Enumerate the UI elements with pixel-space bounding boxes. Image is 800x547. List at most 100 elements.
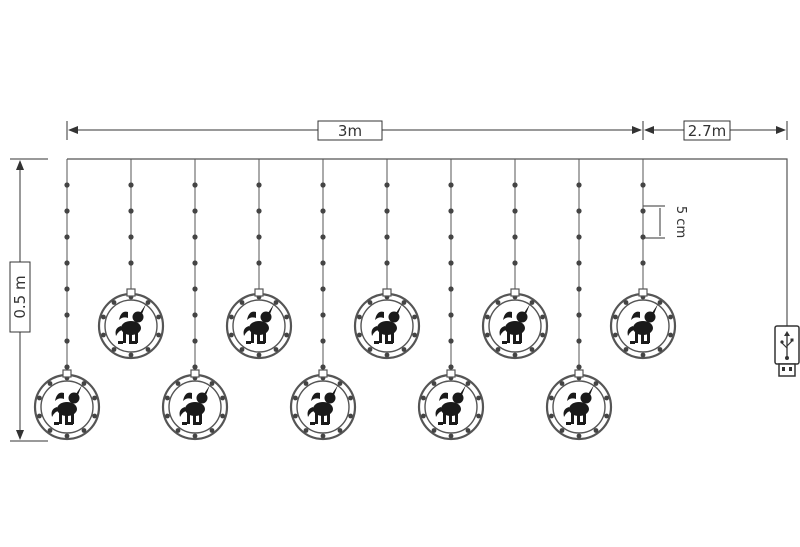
- ring-bead: [431, 428, 437, 433]
- lead-label: 2.7m: [688, 122, 726, 140]
- ring-bead: [540, 332, 545, 338]
- unicorn-silhouette-icon: [499, 304, 530, 344]
- bead: [384, 234, 390, 240]
- ring-bead: [293, 395, 298, 401]
- unicorn-silhouette-icon: [307, 385, 338, 425]
- bead: [64, 338, 70, 344]
- ring-bead: [220, 413, 226, 419]
- pendant-strand: [289, 159, 357, 441]
- pendant-inner-ring: [296, 380, 350, 434]
- ring-bead: [657, 300, 663, 305]
- ring-bead: [128, 352, 134, 358]
- ring-bead: [657, 347, 663, 352]
- bead: [640, 234, 646, 240]
- bead: [512, 234, 518, 240]
- ring-bead: [485, 314, 490, 320]
- bead: [448, 338, 454, 344]
- ring-bead: [92, 395, 97, 401]
- ring-bead: [145, 300, 151, 305]
- top-wire: [67, 158, 788, 326]
- bead: [192, 338, 198, 344]
- hanger-tab: [510, 288, 520, 297]
- spacing-dimension: 5 cm: [643, 205, 688, 239]
- bead: [384, 182, 390, 188]
- pendant-strand: [609, 159, 677, 360]
- bead: [320, 338, 326, 344]
- ring-bead: [303, 428, 309, 433]
- bead: [448, 364, 454, 370]
- unicorn-silhouette-icon: [179, 385, 210, 425]
- ring-bead: [47, 428, 53, 433]
- ring-bead: [165, 395, 170, 401]
- ring-bead: [604, 395, 609, 401]
- ring-bead: [111, 300, 117, 305]
- pendant-strand: [161, 159, 229, 441]
- ring-bead: [613, 332, 618, 338]
- ring-bead: [337, 381, 343, 386]
- width-dimension: 3m: [66, 120, 644, 141]
- ring-bead: [512, 352, 518, 358]
- ring-bead: [495, 300, 501, 305]
- pendant-strand: [481, 159, 549, 360]
- unicorn-silhouette-icon: [115, 304, 146, 344]
- hanger-tab: [446, 369, 456, 378]
- ring-bead: [337, 428, 343, 433]
- bead: [320, 234, 326, 240]
- ring-bead: [529, 300, 535, 305]
- ring-bead: [156, 314, 162, 320]
- ring-bead: [412, 332, 417, 338]
- ring-bead: [273, 347, 279, 352]
- pendant-inner-ring: [552, 380, 606, 434]
- ring-bead: [239, 300, 245, 305]
- ring-bead: [273, 300, 279, 305]
- ring-bead: [111, 347, 117, 352]
- hanger-tab: [62, 369, 72, 378]
- bead: [576, 260, 582, 266]
- pendant-inner-ring: [424, 380, 478, 434]
- ring-bead: [668, 314, 673, 320]
- unicorn-silhouette-icon: [435, 385, 466, 425]
- bead: [576, 338, 582, 344]
- ring-bead: [485, 332, 490, 338]
- bead: [448, 234, 454, 240]
- pendant-inner-ring: [488, 299, 542, 353]
- ring-bead: [421, 395, 426, 401]
- bead: [192, 260, 198, 266]
- bead: [576, 364, 582, 370]
- ring-bead: [576, 433, 582, 439]
- bead: [64, 364, 70, 370]
- hanger-tab: [638, 288, 648, 297]
- ring-bead: [559, 428, 565, 433]
- ring-bead: [256, 352, 262, 358]
- ring-bead: [192, 433, 198, 439]
- ring-bead: [529, 347, 535, 352]
- pendant-inner-ring: [360, 299, 414, 353]
- ring-bead: [293, 413, 298, 419]
- ring-bead: [92, 413, 97, 419]
- unicorn-silhouette-icon: [627, 304, 658, 344]
- bead: [192, 312, 198, 318]
- lead-dimension: 2.7m: [644, 120, 788, 141]
- ring-bead: [357, 332, 362, 338]
- ring-bead: [604, 413, 609, 419]
- bead: [384, 208, 390, 214]
- ring-bead: [640, 352, 646, 358]
- bead: [128, 208, 134, 214]
- ring-bead: [209, 381, 215, 386]
- unicorn-silhouette-icon: [243, 304, 274, 344]
- pendant-strand: [353, 159, 421, 360]
- ring-bead: [229, 332, 234, 338]
- ring-bead: [549, 395, 554, 401]
- usb-plug-icon: [774, 325, 800, 377]
- bead: [512, 182, 518, 188]
- bead: [448, 286, 454, 292]
- bead: [448, 260, 454, 266]
- ring-bead: [593, 381, 599, 386]
- ring-bead: [412, 314, 417, 320]
- bead: [448, 208, 454, 214]
- ring-bead: [303, 381, 309, 386]
- bead: [192, 364, 198, 370]
- ring-bead: [623, 347, 629, 352]
- hanger-tab: [318, 369, 328, 378]
